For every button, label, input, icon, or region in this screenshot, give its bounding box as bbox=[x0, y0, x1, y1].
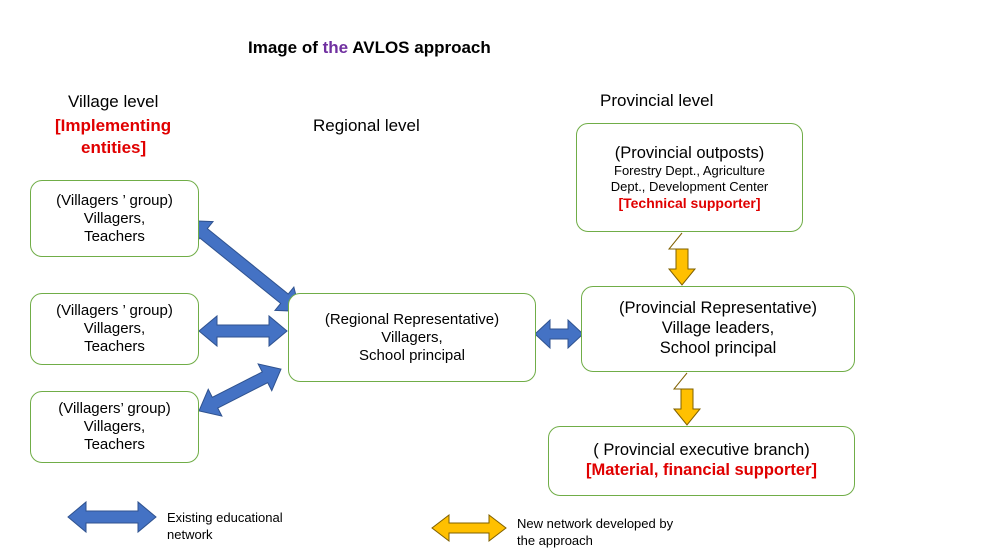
diagram-title: Image of the AVLOS approach bbox=[248, 38, 491, 57]
legend-new: New network developed by the approach bbox=[517, 516, 674, 548]
provincial-outposts-box: (Provincial outposts) Forestry Dept., Ag… bbox=[576, 123, 803, 232]
arrow-village2-regional bbox=[198, 314, 288, 348]
legend-new-arrow bbox=[431, 513, 507, 543]
village-group-box: (Villagers’ group) Villagers, Teachers bbox=[30, 391, 199, 463]
village-role-line1: [Implementing bbox=[55, 116, 172, 135]
provincial-representative-box: (Provincial Representative) Village lead… bbox=[581, 286, 855, 372]
arrow-provincial-exec bbox=[672, 372, 702, 426]
technical-supporter-role: [Technical supporter] bbox=[618, 194, 761, 211]
legend-existing: Existing educational network bbox=[167, 510, 283, 542]
arrow-regional-provincial bbox=[534, 318, 584, 350]
arrow-village3-regional bbox=[198, 363, 282, 417]
village-group-box: (Villagers ’ group) Villagers, Teachers bbox=[30, 180, 199, 257]
regional-representative-box: (Regional Representative) Villagers, Sch… bbox=[288, 293, 536, 382]
provincial-level-label: Provincial level bbox=[600, 91, 714, 110]
village-level-label: Village level bbox=[68, 92, 159, 111]
arrow-outposts-provincial bbox=[667, 232, 697, 286]
title-accent: the bbox=[322, 38, 349, 57]
regional-level-label: Regional level bbox=[313, 116, 420, 135]
village-group-box: (Villagers ’ group) Villagers, Teachers bbox=[30, 293, 199, 365]
village-role-line2: entities] bbox=[81, 138, 147, 157]
material-financial-supporter-role: [Material, financial supporter] bbox=[585, 461, 818, 479]
provincial-executive-box: ( Provincial executive branch) [Material… bbox=[548, 426, 855, 496]
legend-existing-arrow bbox=[67, 500, 157, 534]
